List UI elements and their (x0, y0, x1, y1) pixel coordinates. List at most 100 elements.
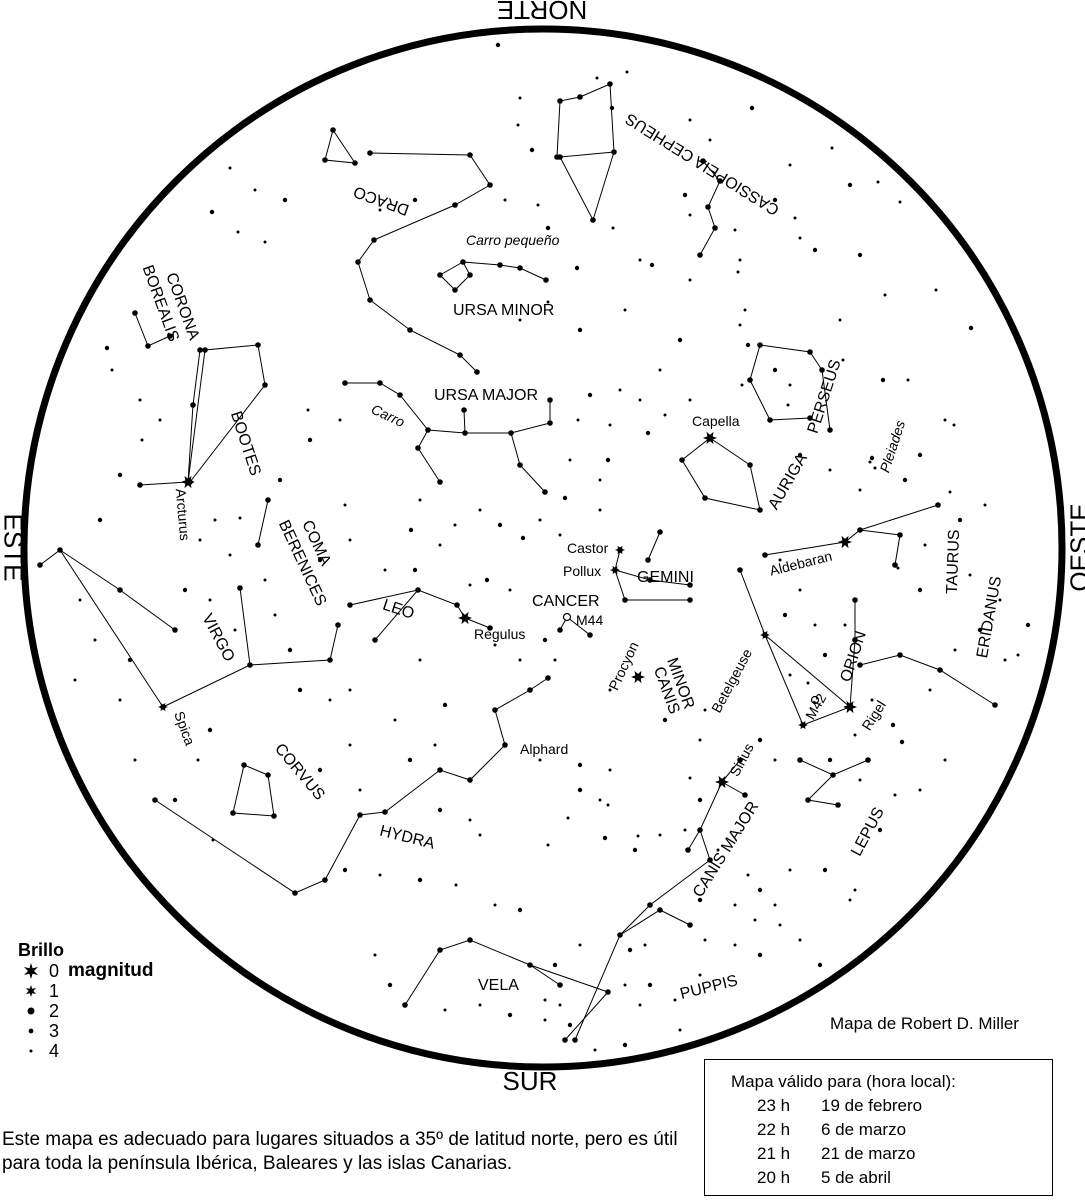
faint-star (608, 768, 612, 772)
faint-star (688, 398, 692, 402)
faint-star (317, 557, 323, 563)
star (687, 597, 693, 603)
faint-star (605, 457, 611, 463)
star (160, 704, 166, 710)
star (807, 349, 813, 355)
faint-star (778, 558, 782, 562)
constellation-line (187, 349, 201, 483)
faint-star (110, 368, 114, 372)
star (897, 652, 903, 658)
faint-star (638, 398, 642, 402)
constellation-line (614, 549, 691, 586)
faint-star (577, 327, 583, 333)
faint-star (507, 1012, 513, 1018)
faint-star (736, 270, 740, 274)
faint-star (658, 833, 662, 837)
faint-star (497, 522, 503, 528)
faint-star (828, 468, 832, 472)
faint-star (493, 643, 497, 647)
faint-star (518, 658, 522, 662)
faint-star (387, 982, 393, 988)
star (202, 347, 208, 353)
star (747, 377, 753, 383)
star (697, 252, 703, 258)
star (462, 430, 468, 436)
faint-star (117, 472, 123, 478)
star (857, 527, 863, 533)
faint-star (977, 627, 983, 633)
faint-star (716, 848, 720, 852)
label-canis-major: CANIS MAJOR (690, 799, 762, 901)
faint-star (983, 503, 987, 507)
faint-star (454, 883, 458, 887)
star-mag2-icon (18, 1007, 44, 1015)
faint-star (953, 648, 957, 652)
faint-star (127, 657, 133, 663)
faint-star (567, 1022, 573, 1028)
faint-star (287, 647, 293, 653)
faint-star (743, 308, 747, 312)
faint-star (698, 738, 702, 742)
constellation-line (759, 344, 831, 431)
faint-star (822, 652, 828, 658)
star (757, 507, 763, 513)
star (572, 1037, 578, 1043)
star (467, 152, 473, 158)
faint-star (213, 518, 217, 522)
faint-star (418, 498, 422, 502)
star (474, 369, 480, 375)
faint-star (636, 834, 640, 838)
faint-star (870, 698, 874, 702)
faint-star (843, 623, 847, 627)
constellation-line (510, 432, 546, 493)
faint-star (546, 300, 550, 304)
star (685, 847, 691, 853)
faint-star (622, 1042, 628, 1048)
map-credit: Mapa de Robert D. Miller (830, 1014, 1019, 1033)
legend-row-0: 0 magnitud (18, 960, 154, 981)
star (852, 597, 858, 603)
faint-star (917, 452, 923, 458)
faint-star (437, 807, 443, 813)
faint-star (798, 588, 802, 592)
faint-star (503, 198, 507, 202)
faint-star (688, 213, 692, 217)
star (132, 310, 138, 316)
star (547, 420, 553, 426)
faint-star (812, 247, 818, 253)
faint-star (566, 816, 570, 820)
star (805, 797, 811, 803)
validity-hour: 20 h (757, 1168, 791, 1187)
constellation-line (404, 939, 609, 1006)
star (467, 272, 473, 278)
star (687, 922, 693, 928)
faint-star (196, 758, 200, 762)
constellation-line (162, 624, 339, 708)
faint-star (138, 398, 142, 402)
faint-star (673, 998, 677, 1002)
label-m44: M44 (576, 612, 603, 628)
faint-star (118, 698, 122, 702)
faint-star (853, 888, 857, 892)
faint-star (697, 897, 703, 903)
label-cancer: CANCER (532, 593, 600, 610)
label-betelgeuse: Betelgeuse (708, 646, 755, 716)
star (425, 427, 431, 433)
faint-star (140, 438, 144, 442)
star-mag4-icon (18, 1049, 44, 1053)
star (762, 632, 768, 638)
faint-star (890, 722, 896, 728)
faint-star (342, 867, 348, 873)
faint-star (848, 898, 852, 902)
faint-star (1003, 658, 1007, 662)
constellation-line (463, 409, 466, 434)
faint-star (757, 737, 763, 743)
constellation-line (764, 634, 851, 726)
faint-star (338, 418, 342, 422)
star (747, 462, 753, 468)
star (437, 272, 443, 278)
label-taurus: TAURUS (944, 529, 963, 594)
star (897, 532, 903, 538)
faint-star (998, 598, 1002, 602)
